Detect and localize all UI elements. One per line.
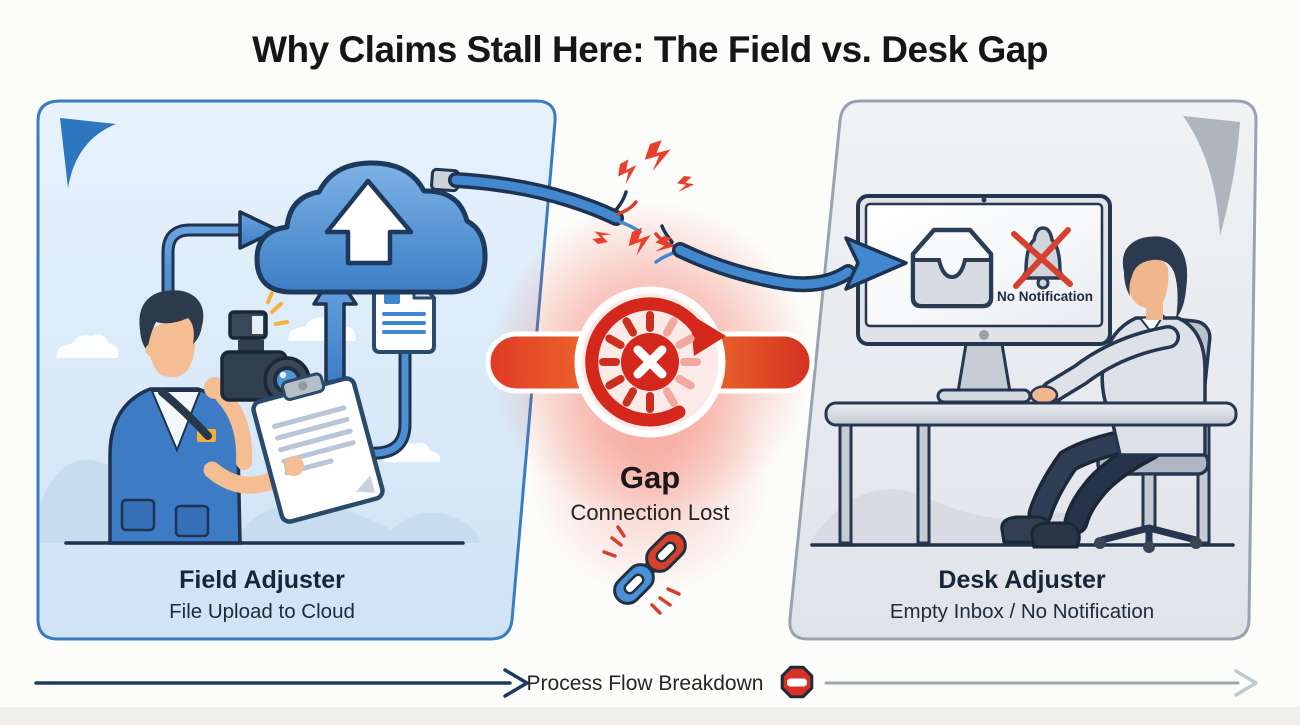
gap-zone: Gap Connection Lost — [485, 202, 815, 615]
red-x-icon — [1011, 227, 1073, 289]
face — [149, 316, 196, 378]
upload-path-arrow — [161, 210, 280, 325]
stop-icon — [780, 665, 814, 699]
break-sparks — [602, 525, 681, 615]
broken-cable-icon — [430, 140, 908, 293]
field-panel-subheading: File Upload to Cloud — [169, 600, 355, 623]
gap-heading: Gap — [620, 460, 680, 495]
x-mark-icon — [633, 345, 667, 379]
flash-spark-icon — [266, 291, 289, 326]
gap-subheading: Connection Lost — [571, 500, 730, 525]
field-adjuster-figure — [108, 290, 385, 545]
watermark-strip — [0, 707, 1300, 725]
monitor: No Notification — [856, 194, 1112, 404]
corner-fold-left — [60, 118, 116, 188]
spark-bolts — [592, 140, 695, 256]
flow-arrowhead-left — [503, 668, 529, 698]
document-feed-pipe — [355, 252, 412, 461]
field-panel-heading: Field Adjuster — [179, 566, 345, 594]
cloud-upload-icon — [254, 160, 488, 295]
broken-chain-icon — [602, 525, 687, 615]
error-glow-lower — [530, 355, 770, 595]
cable-arrowhead — [844, 236, 908, 291]
desk-panel-subheading: Empty Inbox / No Notification — [890, 600, 1154, 623]
vest-pocket — [120, 498, 156, 532]
inbox-icon — [910, 227, 994, 309]
footer-label: Process Flow Breakdown — [527, 672, 764, 695]
face — [1127, 253, 1169, 309]
desk-top — [824, 401, 1238, 427]
hair — [1122, 236, 1188, 318]
sync-error-icon — [574, 286, 726, 438]
no-notification-label: No Notification — [997, 289, 1093, 304]
field-panel: Field Adjuster File Upload to Cloud — [36, 99, 557, 641]
desk-panel-heading: Desk Adjuster — [938, 566, 1105, 594]
shoe — [1030, 521, 1081, 549]
desk-panel: No Notification Desk Adjuster Empty Inbo… — [788, 99, 1258, 641]
flow-arrowhead-right — [1234, 669, 1258, 697]
page-title: Why Claims Stall Here: The Field vs. Des… — [252, 29, 1048, 70]
bell-muted-icon — [1011, 226, 1073, 290]
vest-pocket — [174, 504, 210, 538]
hair — [139, 290, 204, 352]
process-flow-footer: Process Flow Breakdown — [34, 665, 1258, 699]
corner-fold-right — [1183, 116, 1240, 236]
spinner-ticks — [599, 311, 701, 413]
